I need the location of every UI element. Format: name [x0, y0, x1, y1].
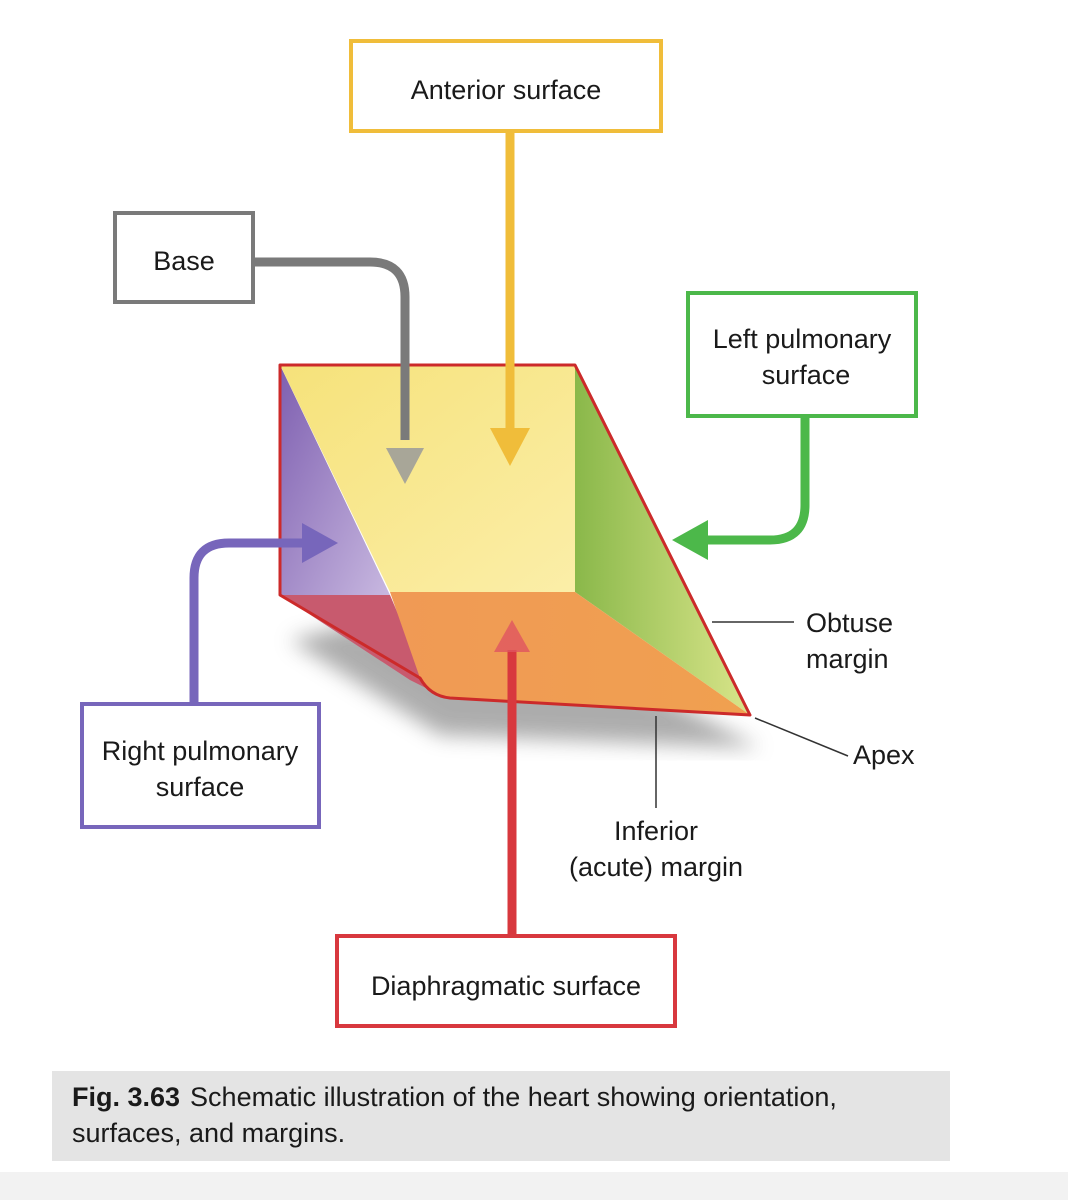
anterior-face — [280, 365, 575, 592]
diaphragmatic-label: Diaphragmatic surface — [371, 971, 641, 1001]
base-callout: Base — [113, 211, 424, 484]
anterior-arrow-icon — [490, 428, 530, 466]
obtuse-margin-label-line1: Obtuse — [806, 608, 893, 638]
caption-text-line2: surfaces, and margins. — [72, 1118, 346, 1148]
left-pulmonary-arrow-icon — [672, 520, 708, 560]
heart-edges — [278, 363, 752, 717]
apex-leader — [754, 717, 849, 757]
inferior-margin-label-line2: (acute) margin — [569, 852, 743, 882]
right-pulmonary-label-line2: surface — [156, 772, 245, 802]
left-pulmonary-label-line1: Left pulmonary — [713, 324, 892, 354]
base-label: Base — [153, 246, 215, 276]
base-arrow-icon — [386, 448, 424, 484]
figure-caption: Fig. 3.63 Schematic illustration of the h… — [52, 1071, 950, 1161]
figure-number: Fig. 3.63 — [72, 1082, 181, 1112]
left-pulmonary-box — [686, 291, 918, 418]
right-pulmonary-box — [80, 702, 321, 829]
left-pulmonary-label-line2: surface — [762, 360, 851, 390]
left-pulmonary-callout: Left pulmonary surface — [672, 291, 918, 560]
right-pulmonary-label-line1: Right pulmonary — [102, 736, 299, 766]
caption-text-line1: Schematic illustration of the heart show… — [190, 1082, 837, 1112]
diaphragmatic-box — [335, 934, 677, 1028]
right-pulmonary-arrow-icon — [302, 523, 338, 563]
diaphragmatic-callout: Diaphragmatic surface — [335, 620, 677, 1028]
right-pulmonary-callout: Right pulmonary surface — [80, 523, 338, 829]
diaphragmatic-face — [390, 592, 750, 715]
heart-orientation-diagram: Anterior surface Base Left pulmonary sur… — [80, 39, 918, 1028]
base-box — [113, 211, 255, 304]
obtuse-margin-label-line2: margin — [806, 644, 889, 674]
inferior-margin-label-line1: Inferior — [614, 816, 698, 846]
anterior-surface-callout: Anterior surface — [349, 39, 663, 466]
bottom-strip — [0, 1172, 1068, 1200]
diaphragmatic-arrow-icon — [494, 620, 530, 652]
apex-label: Apex — [853, 740, 915, 770]
anterior-surface-label: Anterior surface — [411, 75, 602, 105]
